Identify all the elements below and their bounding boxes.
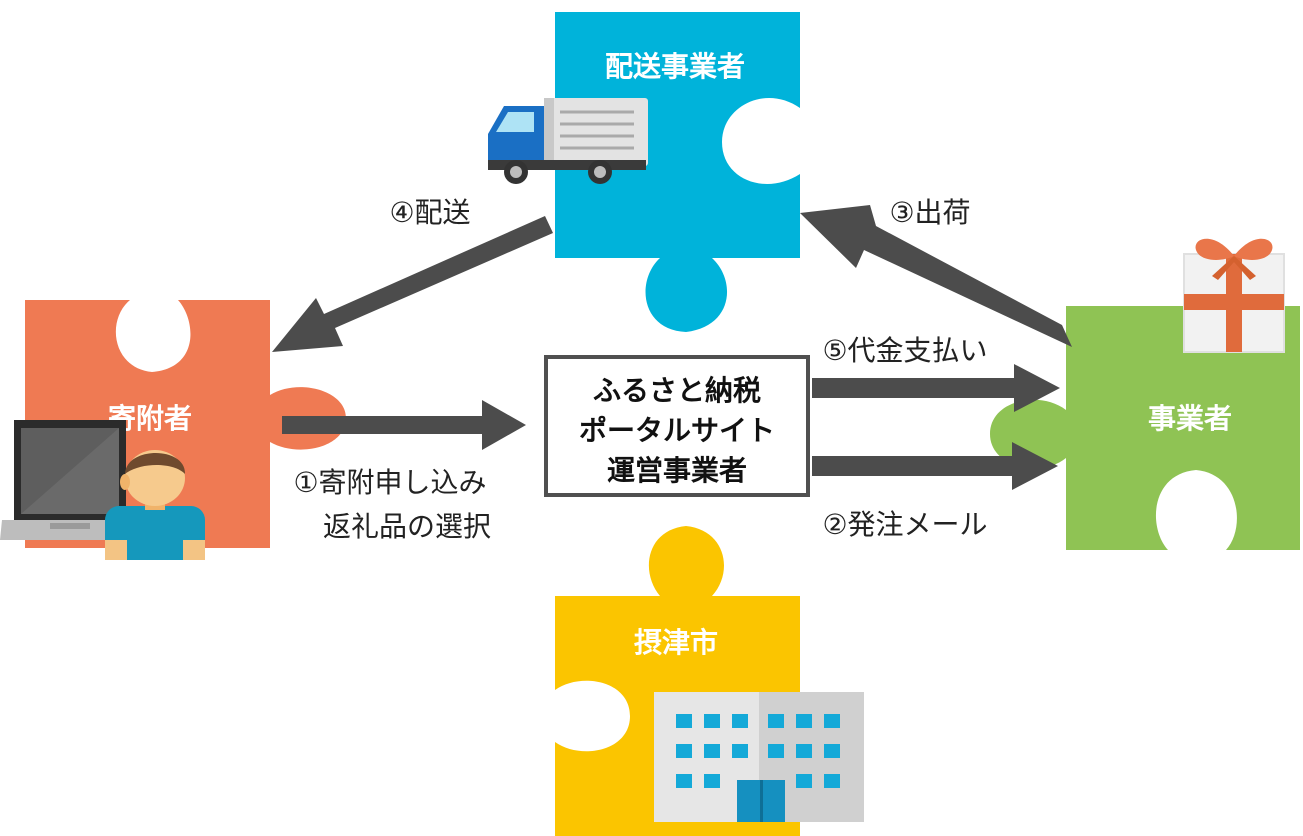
portal-operator-box: ふるさと納税 ポータルサイト 運営事業者 [544, 355, 810, 497]
business-piece-label: 事業者 [1148, 402, 1232, 435]
city-hall-building-icon [654, 692, 864, 822]
person-with-laptop-icon [0, 420, 205, 560]
arrow-step3 [800, 205, 1072, 347]
city-piece-label: 摂津市 [634, 626, 718, 659]
label-step5: ⑤代金支払い [822, 334, 987, 367]
label-step4: ④配送 [389, 196, 470, 229]
gift-box-icon [1183, 238, 1285, 353]
label-step1-line1: ①寄附申し込み [293, 466, 486, 499]
delivery-piece: 配送事業者 [555, 12, 800, 332]
portal-operator-line-2: ポータルサイト [579, 414, 775, 447]
portal-operator-line-3: 運営事業者 [607, 454, 747, 487]
truck-icon [488, 98, 648, 184]
delivery-piece-label: 配送事業者 [605, 50, 745, 83]
arrow-step2 [812, 442, 1058, 490]
label-step3: ③出荷 [889, 196, 970, 229]
flow-arrows [272, 205, 1072, 490]
label-step2: ②発注メール [822, 508, 987, 541]
label-step1-line2: 返礼品の選択 [323, 510, 491, 543]
portal-operator-line-1: ふるさと納税 [593, 374, 761, 407]
arrow-step5 [812, 364, 1060, 412]
business-piece: 事業者 [990, 306, 1300, 550]
arrow-step4 [272, 216, 553, 352]
arrow-step1 [282, 400, 526, 450]
